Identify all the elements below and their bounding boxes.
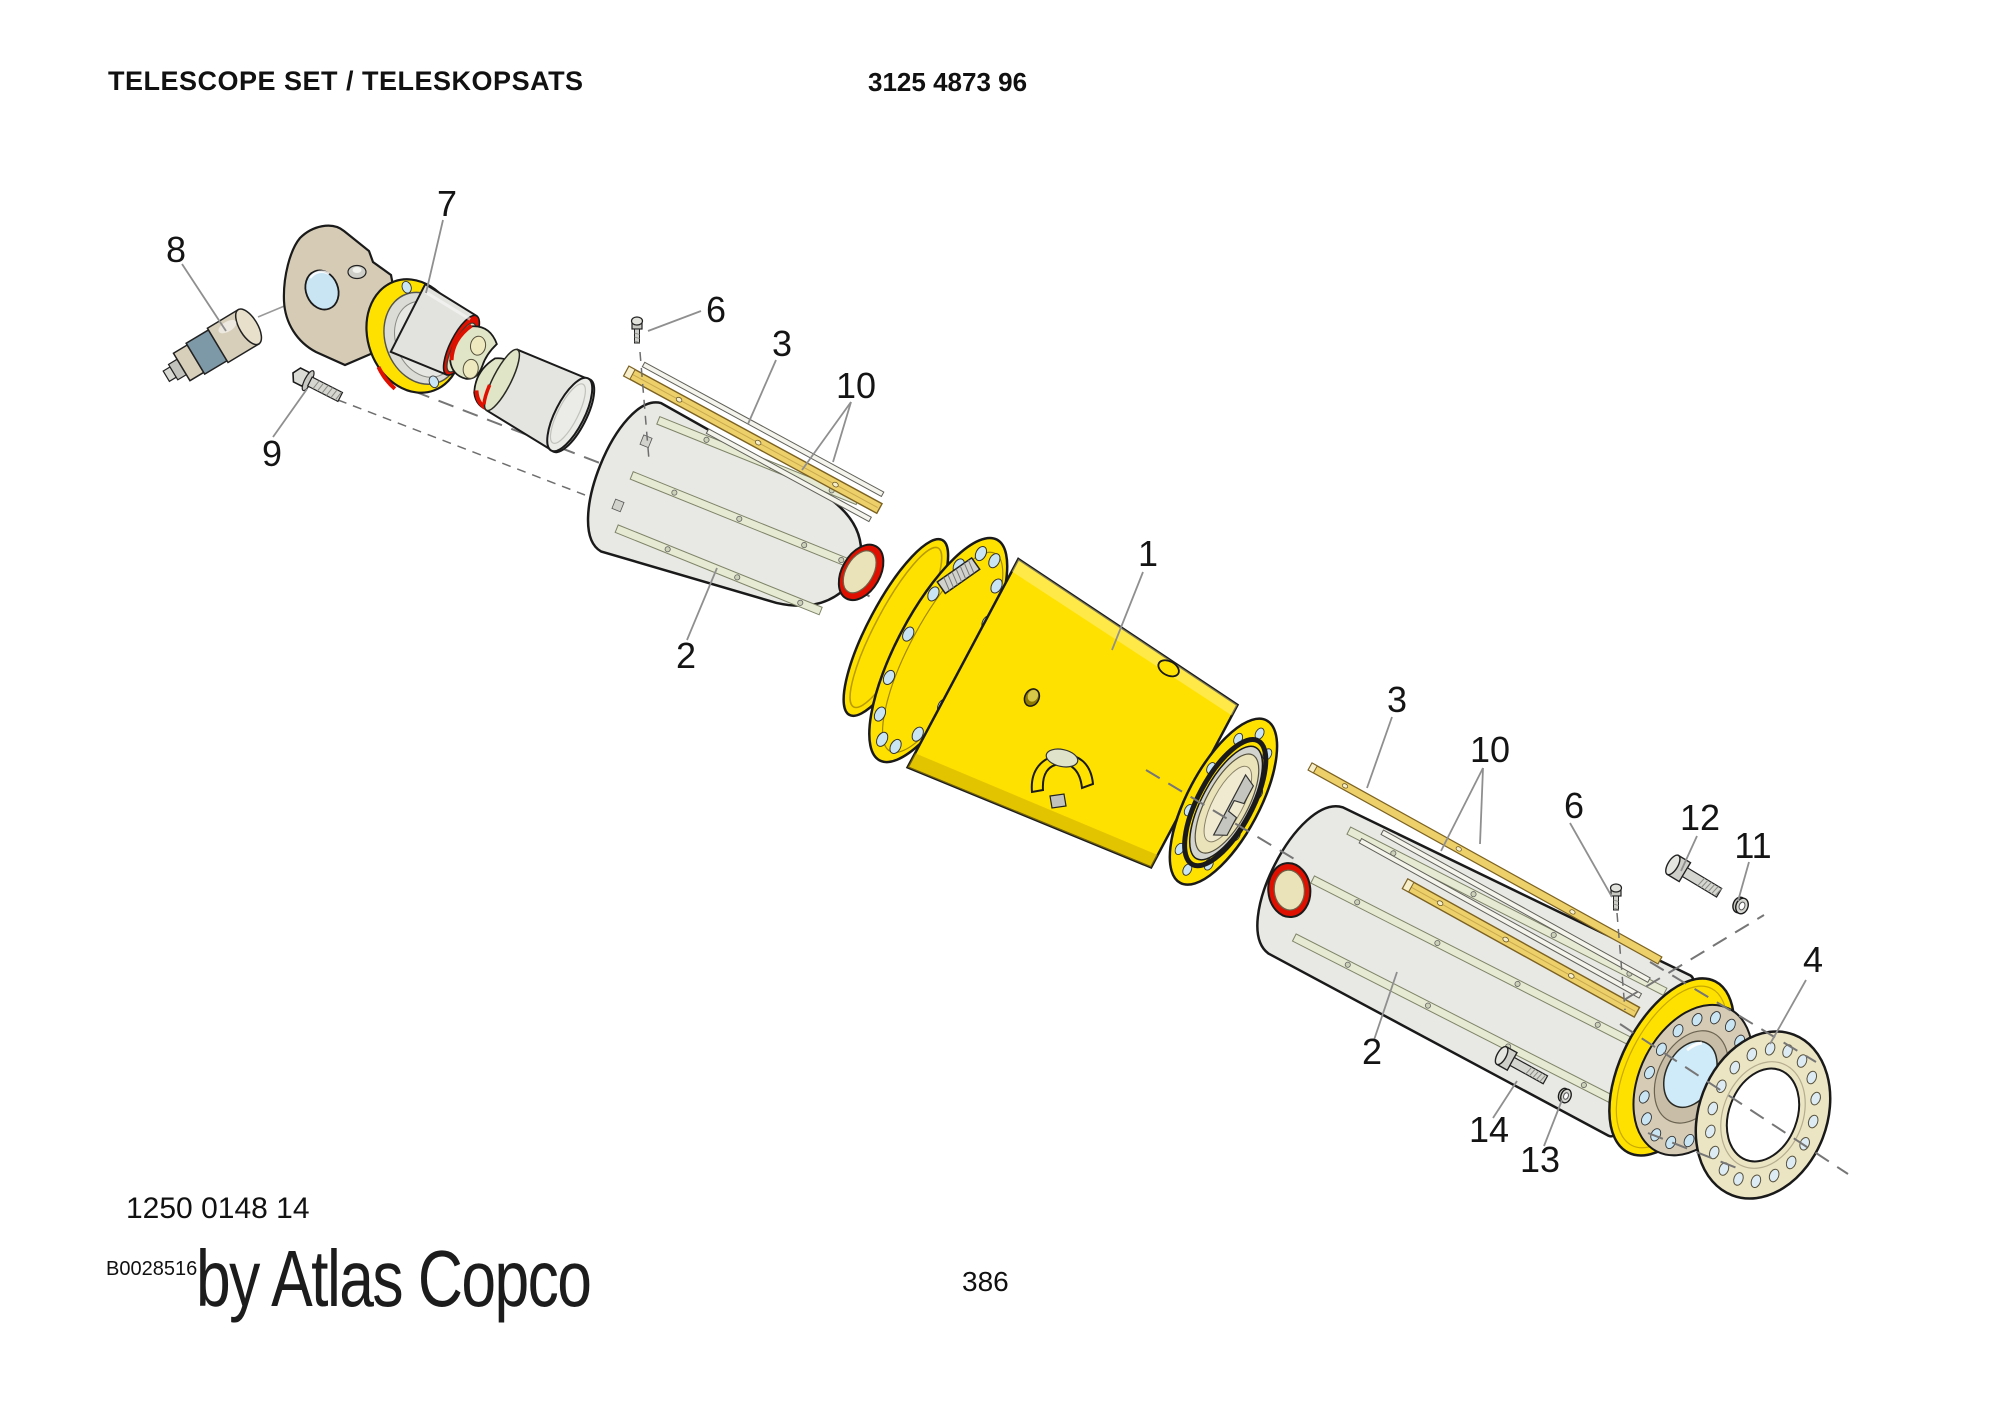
bolt-part-14 bbox=[1494, 1045, 1549, 1085]
callout-9: 9 bbox=[262, 433, 282, 474]
page-number: 386 bbox=[962, 1266, 1009, 1297]
cylinder-stud bbox=[936, 556, 981, 595]
callout-11: 11 bbox=[1734, 825, 1771, 866]
part-number: 3125 4873 96 bbox=[868, 67, 1028, 97]
callout-2-right: 2 bbox=[1362, 1031, 1382, 1072]
callout-10-right: 10 bbox=[1470, 729, 1510, 770]
main-cylinder-part bbox=[842, 536, 1279, 886]
callout-4: 4 bbox=[1803, 939, 1823, 980]
callout-6-left: 6 bbox=[706, 289, 726, 330]
washer-part-13 bbox=[1557, 1087, 1572, 1104]
coupling-half-1 bbox=[449, 323, 498, 380]
callout-6-right: 6 bbox=[1564, 785, 1584, 826]
tube-lower-rails bbox=[1291, 826, 1668, 1106]
brand-line: by Atlas Copco bbox=[196, 1234, 592, 1323]
leader-lines bbox=[181, 219, 1807, 1147]
cylinder-saddle-port bbox=[1030, 748, 1095, 809]
ring-bolt-holes bbox=[1705, 1041, 1821, 1189]
callout-labels: 8 7 9 6 3 10 2 1 3 10 6 12 11 4 2 14 13 bbox=[166, 183, 1823, 1180]
bolt-part-9 bbox=[292, 367, 344, 403]
callout-3-left: 3 bbox=[772, 323, 792, 364]
tube-lower-part bbox=[1256, 805, 1754, 1157]
flange-ring-part bbox=[1694, 1030, 1832, 1200]
callout-1: 1 bbox=[1138, 533, 1158, 574]
callout-2-left: 2 bbox=[676, 635, 696, 676]
washer-part-11 bbox=[1732, 896, 1749, 915]
bolt-part-12 bbox=[1665, 854, 1723, 898]
screw-part-6-left bbox=[630, 316, 644, 344]
callout-10-left: 10 bbox=[836, 365, 876, 406]
wear-strips-right bbox=[1307, 762, 1663, 1019]
callout-13: 13 bbox=[1520, 1139, 1560, 1180]
callout-14: 14 bbox=[1469, 1109, 1509, 1150]
clevis-eye bbox=[304, 269, 340, 311]
callout-12: 12 bbox=[1680, 797, 1720, 838]
callout-8: 8 bbox=[166, 229, 186, 270]
wear-strips-left bbox=[622, 361, 885, 523]
page-title: TELESCOPE SET / TELESKOPSATS bbox=[108, 66, 584, 96]
drawing-number: 1250 0148 14 bbox=[126, 1192, 310, 1225]
centerline-over bbox=[1145, 769, 1849, 1175]
callout-7: 7 bbox=[437, 183, 457, 224]
screw-part-6-right bbox=[1609, 883, 1623, 911]
plug-part bbox=[162, 308, 263, 383]
figure-reference: B0028516 bbox=[106, 1258, 198, 1280]
callout-3-right: 3 bbox=[1387, 679, 1407, 720]
rod-stub bbox=[482, 348, 596, 454]
